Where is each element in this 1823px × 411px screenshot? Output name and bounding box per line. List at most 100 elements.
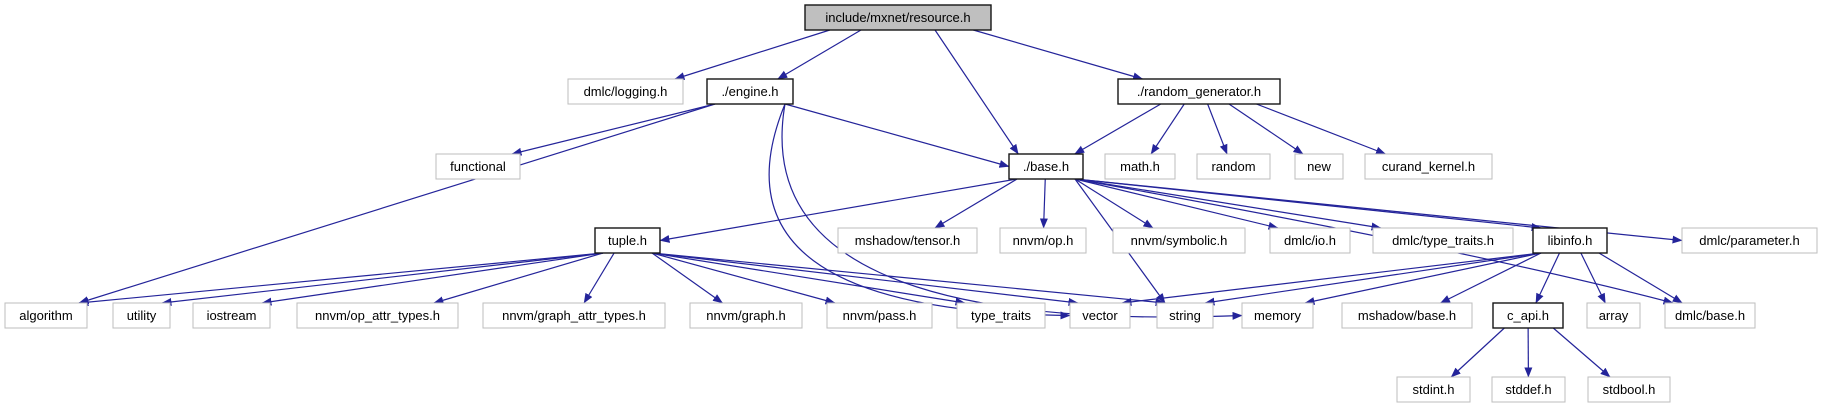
graph-node-tensor: mshadow/tensor.h bbox=[837, 227, 978, 254]
edge-engine-vector bbox=[768, 103, 1071, 320]
graph-node-box-utility bbox=[112, 302, 171, 329]
graph-node-label-stdbool: stdbool.h bbox=[1603, 382, 1656, 397]
graph-node-box-iostream bbox=[192, 302, 271, 329]
graph-node-label-random: random bbox=[1211, 159, 1255, 174]
graph-node-label-opattr: nnvm/op_attr_types.h bbox=[315, 308, 440, 323]
graph-node-random: random bbox=[1196, 153, 1271, 180]
graph-node-box-stddef bbox=[1491, 376, 1566, 403]
edge-capi-stdbool bbox=[1552, 327, 1611, 378]
graph-node-box-array bbox=[1586, 302, 1641, 329]
edge-tuple-string bbox=[651, 252, 1166, 307]
graph-node-box-base bbox=[1008, 153, 1084, 180]
edge-tuple-utility bbox=[161, 252, 604, 306]
graph-node-box-vector bbox=[1069, 302, 1131, 329]
graph-node-opattr: nnvm/op_attr_types.h bbox=[296, 302, 459, 329]
graph-node-stdint: stdint.h bbox=[1396, 376, 1471, 403]
graph-node-box-mshadowbase bbox=[1341, 302, 1473, 329]
graph-node-symbolic: nnvm/symbolic.h bbox=[1112, 227, 1246, 254]
graph-node-resource: include/mxnet/resource.h bbox=[804, 4, 992, 31]
edge-tuple-algorithm bbox=[78, 252, 604, 307]
edge-libinfo-mshadowbase bbox=[1440, 252, 1542, 304]
edge-base-tensor bbox=[934, 178, 1018, 229]
graph-node-capi[interactable]: c_api.h bbox=[1492, 302, 1564, 329]
graph-node-label-typetraits: type_traits bbox=[971, 308, 1031, 323]
graph-node-box-tensor bbox=[837, 227, 978, 254]
graph-node-box-capi bbox=[1492, 302, 1564, 329]
edge-tuple-nnvmgraph bbox=[651, 252, 723, 304]
graph-node-label-string: string bbox=[1169, 308, 1201, 323]
graph-node-box-logging bbox=[567, 78, 684, 105]
graph-node-new: new bbox=[1294, 153, 1344, 180]
graph-node-box-nnvmgraph bbox=[689, 302, 803, 329]
graph-node-string: string bbox=[1156, 302, 1214, 329]
edge-libinfo-array bbox=[1580, 252, 1606, 304]
edge-engine-functional bbox=[511, 103, 716, 156]
edge-tuple-typetraits bbox=[651, 252, 966, 306]
graph-node-label-functional: functional bbox=[450, 159, 506, 174]
edge-libinfo-capi bbox=[1535, 252, 1561, 304]
graph-node-engine[interactable]: ./engine.h bbox=[706, 78, 794, 105]
edge-base-typetraitsh bbox=[1074, 178, 1382, 231]
edge-base-tuple bbox=[659, 178, 1018, 243]
edge-randgen-random bbox=[1207, 103, 1228, 155]
graph-node-label-curand: curand_kernel.h bbox=[1382, 159, 1475, 174]
graph-node-box-tuple bbox=[594, 227, 661, 254]
edge-randgen-base bbox=[1074, 103, 1162, 155]
graph-node-base[interactable]: ./base.h bbox=[1008, 153, 1084, 180]
edge-resource-randgen bbox=[973, 29, 1144, 81]
graph-node-nnvmgraph: nnvm/graph.h bbox=[689, 302, 803, 329]
graph-node-box-stdbool bbox=[1587, 376, 1671, 403]
edge-base-nnvmop bbox=[1039, 178, 1048, 229]
graph-node-box-typetraits bbox=[956, 302, 1046, 329]
edge-randgen-math bbox=[1150, 103, 1185, 155]
graph-node-box-random bbox=[1196, 153, 1271, 180]
graph-node-array: array bbox=[1586, 302, 1641, 329]
edge-tuple-vector bbox=[651, 252, 1079, 306]
edge-tuple-opattr bbox=[433, 252, 604, 305]
graph-node-label-resource: include/mxnet/resource.h bbox=[825, 10, 970, 25]
graph-node-memory: memory bbox=[1241, 302, 1314, 329]
graph-node-label-math: math.h bbox=[1120, 159, 1160, 174]
edge-tuple-iostream bbox=[261, 252, 604, 306]
graph-node-math: math.h bbox=[1104, 153, 1176, 180]
node-layer: include/mxnet/resource.h dmlc/logging.h ./… bbox=[4, 4, 1818, 403]
edge-randgen-curand bbox=[1256, 103, 1386, 155]
edge-capi-stdint bbox=[1450, 327, 1505, 378]
graph-node-label-libinfo: libinfo.h bbox=[1548, 233, 1593, 248]
graph-node-label-capi: c_api.h bbox=[1507, 308, 1549, 323]
edge-libinfo-memory bbox=[1304, 252, 1542, 305]
edge-resource-base bbox=[934, 29, 1019, 155]
graph-node-label-stdint: stdint.h bbox=[1413, 382, 1455, 397]
graph-node-box-symbolic bbox=[1112, 227, 1246, 254]
graph-node-label-tensor: mshadow/tensor.h bbox=[855, 233, 961, 248]
graph-node-label-iostream: iostream bbox=[207, 308, 257, 323]
graph-node-utility: utility bbox=[112, 302, 171, 329]
graph-node-stddef: stddef.h bbox=[1491, 376, 1566, 403]
edge-libinfo-string bbox=[1204, 252, 1542, 306]
graph-node-label-base: ./base.h bbox=[1023, 159, 1069, 174]
edge-tuple-nnvmpass bbox=[651, 252, 836, 305]
graph-node-label-parameter: dmlc/parameter.h bbox=[1699, 233, 1799, 248]
graph-node-randgen[interactable]: ./random_generator.h bbox=[1117, 78, 1281, 105]
graph-node-tuple[interactable]: tuple.h bbox=[594, 227, 661, 254]
graph-node-box-libinfo bbox=[1532, 227, 1608, 254]
graph-node-box-stdint bbox=[1396, 376, 1471, 403]
graph-node-graphattr: nnvm/graph_attr_types.h bbox=[482, 302, 666, 329]
graph-node-label-logging: dmlc/logging.h bbox=[584, 84, 668, 99]
graph-node-mshadowbase: mshadow/base.h bbox=[1341, 302, 1473, 329]
graph-node-label-algorithm: algorithm bbox=[19, 308, 72, 323]
graph-node-box-memory bbox=[1241, 302, 1314, 329]
edge-resource-engine bbox=[777, 29, 862, 80]
graph-node-libinfo[interactable]: libinfo.h bbox=[1532, 227, 1608, 254]
graph-node-parameter: dmlc/parameter.h bbox=[1681, 227, 1818, 254]
graph-node-label-graphattr: nnvm/graph_attr_types.h bbox=[502, 308, 646, 323]
graph-node-dmlcbase: dmlc/base.h bbox=[1664, 302, 1756, 329]
graph-node-label-vector: vector bbox=[1082, 308, 1118, 323]
graph-node-label-memory: memory bbox=[1254, 308, 1301, 323]
graph-node-label-mshadowbase: mshadow/base.h bbox=[1358, 308, 1456, 323]
edge-libinfo-vector bbox=[1121, 252, 1542, 306]
graph-node-logging: dmlc/logging.h bbox=[567, 78, 684, 105]
graph-node-box-nnvmop bbox=[999, 227, 1087, 254]
graph-node-box-dmlcio bbox=[1269, 227, 1351, 254]
